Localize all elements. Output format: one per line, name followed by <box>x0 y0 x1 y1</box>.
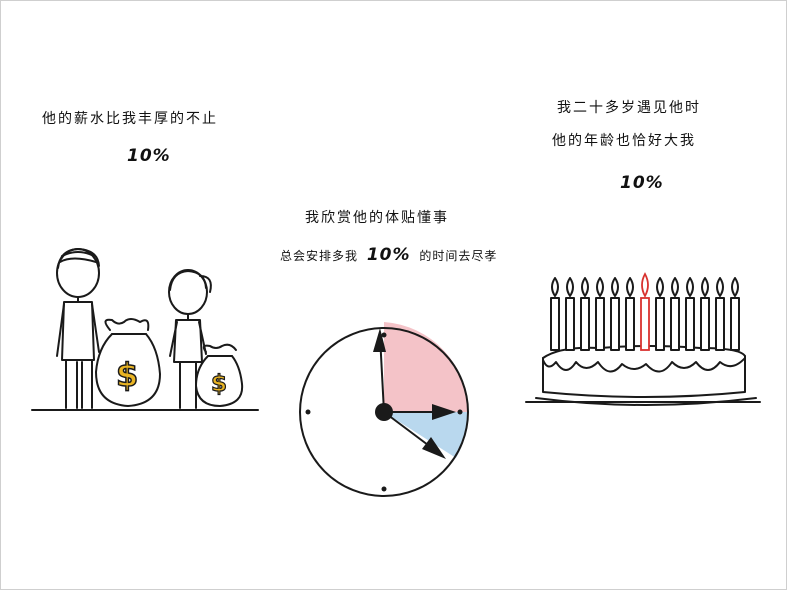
clock-face <box>299 327 469 497</box>
left-caption: 他的薪水比我丰厚的不止 <box>42 111 218 127</box>
clock-slice-large <box>384 322 469 412</box>
left-percent: 10% <box>127 146 171 166</box>
middle-percent: 10% <box>366 245 411 265</box>
right-percent: 10% <box>620 173 664 193</box>
middle-caption: 我欣赏他的体贴懂事 <box>305 210 449 226</box>
dollar-icon-large: $ <box>115 355 139 395</box>
candles <box>550 272 740 351</box>
right-caption-line2: 他的年龄也恰好大我 <box>552 133 696 149</box>
clock-slice-small <box>384 412 469 458</box>
middle-sub-caption: 总会安排多我 10% 的时间去尽孝 <box>280 245 497 265</box>
red-candle <box>640 297 650 351</box>
middle-sub-caption-after: 的时间去尽孝 <box>419 249 498 263</box>
man-figure <box>56 248 100 409</box>
right-caption-line1: 我二十多岁遇见他时 <box>557 100 701 116</box>
dollar-icon-small: $ <box>210 370 228 397</box>
money-bag-large <box>95 318 161 407</box>
money-bag-small <box>195 343 244 407</box>
middle-sub-caption-before: 总会安排多我 <box>280 249 359 263</box>
